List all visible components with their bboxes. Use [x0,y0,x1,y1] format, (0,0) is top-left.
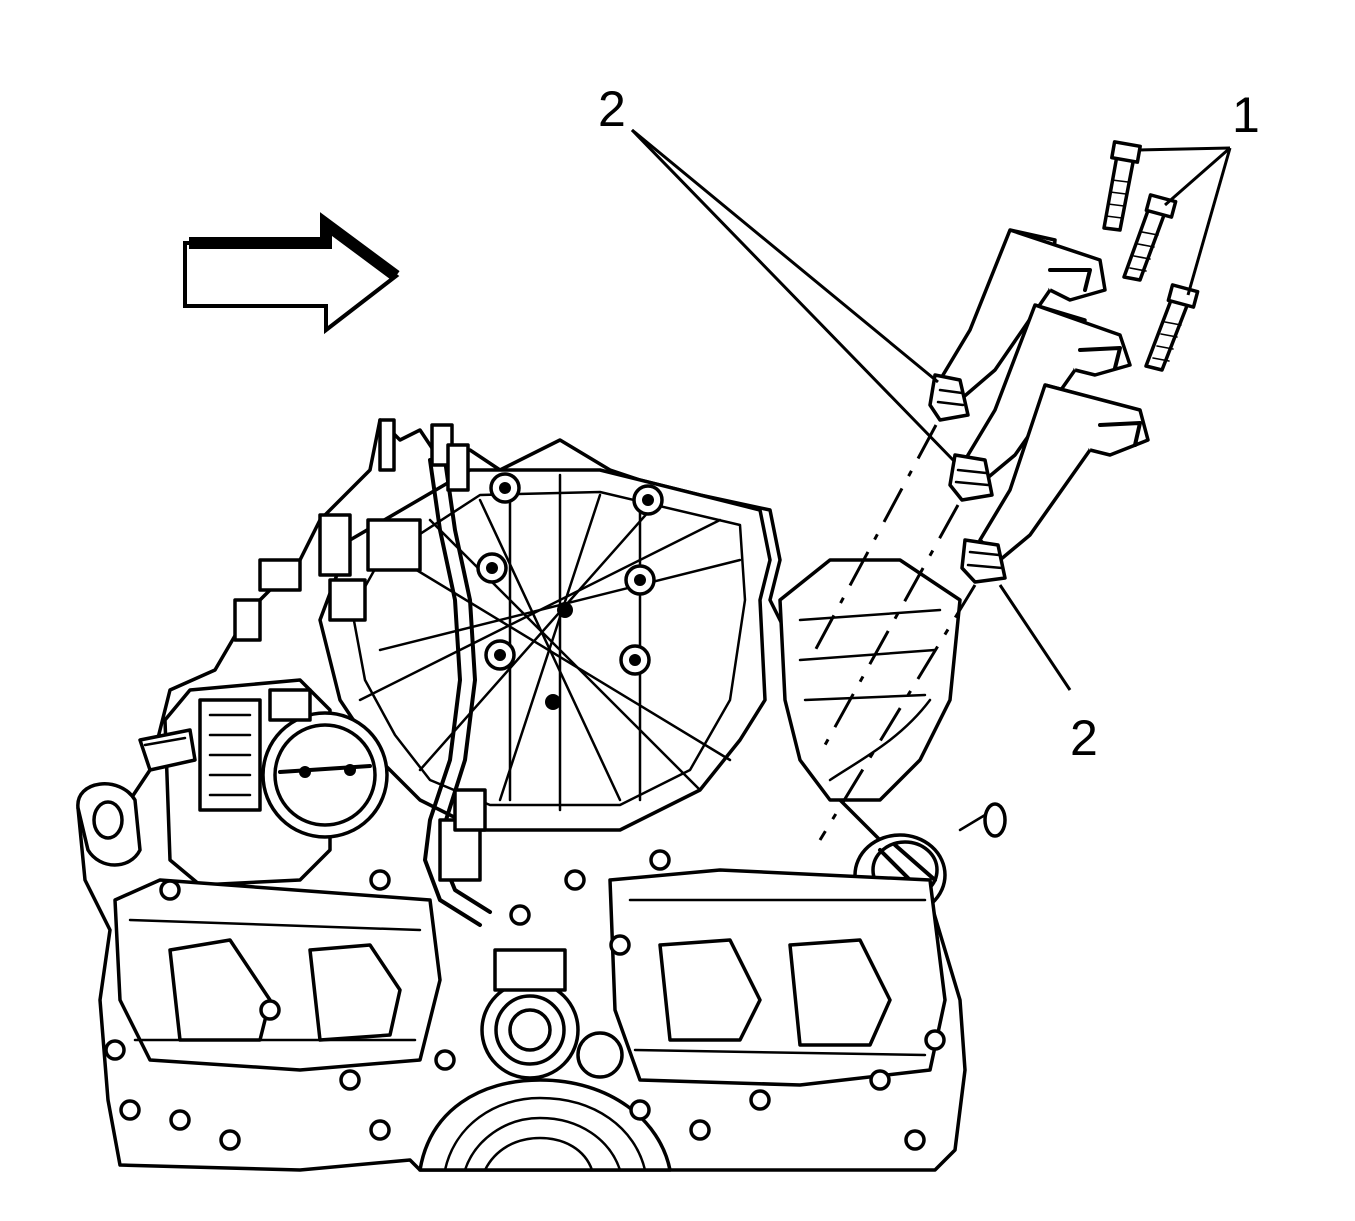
callout-label-2-bottom: 2 [1070,710,1098,766]
ignition-coils [808,140,1200,841]
engine-illustration [76,418,1007,1172]
arrow-right-icon [183,212,400,335]
callout-leaders [630,128,1232,691]
callout-label-1: 1 [1232,87,1260,143]
callout-label-2-top: 2 [598,81,626,137]
